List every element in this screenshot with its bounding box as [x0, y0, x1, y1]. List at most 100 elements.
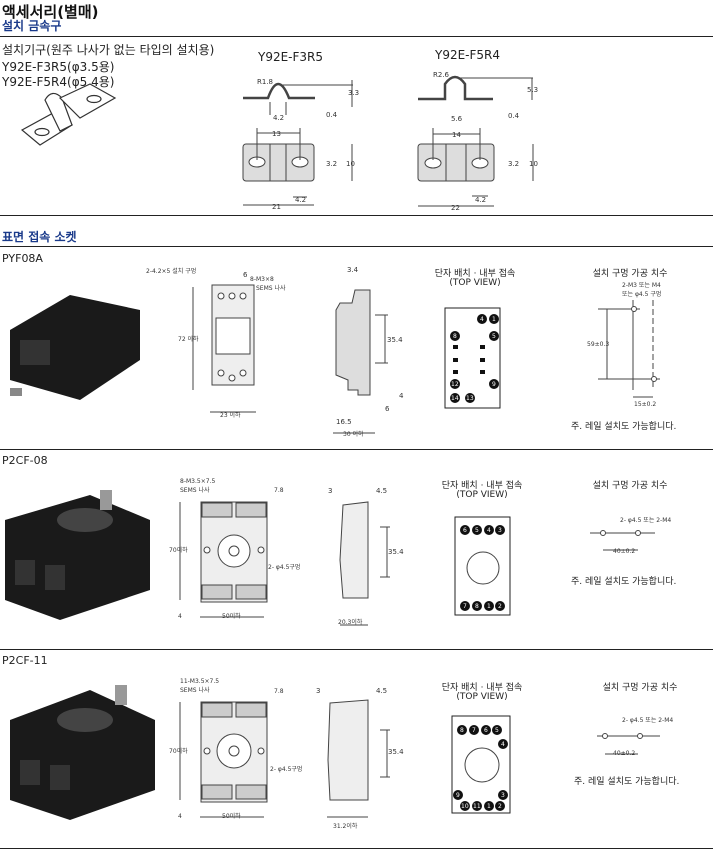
mount-title: 설치 구멍 가공 치수 [592, 481, 668, 491]
divider [0, 449, 713, 450]
pin-label: 3 [501, 792, 505, 799]
divider [0, 246, 713, 247]
dim-label: 15±0.2 [634, 401, 656, 408]
pin-label: 3 [498, 527, 502, 534]
dim-label: 2- φ4.5구멍 [268, 563, 300, 571]
dim-label: 4.2 [475, 196, 486, 204]
pin-label: 8 [460, 727, 464, 734]
dim-label: 2- φ4.5 또는 2-M4 [622, 717, 673, 724]
p2cf08-side-view [339, 501, 390, 626]
bracket-model: Y92E-F3R5(φ3.5용) [2, 60, 115, 74]
dim-label: SEMS 나사 [180, 686, 210, 694]
dim-label: 4.5 [376, 687, 387, 695]
dim-label: 7.8 [274, 487, 284, 494]
product-name: P2CF-11 [2, 654, 48, 667]
pin-label: 1 [487, 803, 491, 810]
socket-circle [464, 747, 500, 783]
rail-note: 주. 레일 설치도 가능합니다. [571, 577, 677, 587]
p2cf11-photo [10, 685, 155, 820]
pin-label: 10 [461, 803, 469, 810]
dim-label: 11-M3.5×7.5 [180, 678, 219, 685]
pin-label: 8 [453, 333, 457, 340]
dim-label: 2-4.2×5 설치 구멍 [146, 267, 196, 275]
p2cf08-pins: 6 5 4 3 7 8 1 2 [460, 525, 505, 611]
dim-label: 4 [178, 613, 182, 620]
product-name: PYF08A [2, 252, 43, 265]
pin-label: 5 [492, 333, 496, 340]
dim-label: 13 [272, 130, 281, 138]
pin-label: 9 [456, 792, 460, 799]
bracket-illustration [20, 83, 117, 146]
dim-label: 22 [451, 204, 460, 212]
dim-label: 10 [346, 160, 355, 168]
dim-label: 3 [328, 487, 332, 495]
pin-label: 4 [501, 741, 505, 748]
dim-label: 3.2 [508, 160, 519, 168]
f3r5-top-view [242, 128, 353, 206]
dim-label: 또는 φ4.5 구멍 [622, 290, 661, 298]
dim-label: 50이하 [222, 812, 241, 820]
dim-label: 2- φ4.5 또는 2-M4 [620, 517, 671, 524]
pin-label: 5 [495, 727, 499, 734]
dim-label: 4 [178, 813, 182, 820]
dim-label: 40±0.2 [613, 548, 635, 555]
dim-label: 72 이하 [178, 335, 199, 343]
pin-label: 5 [475, 527, 479, 534]
pin-label: 8 [475, 603, 479, 610]
dim-label: 6 [243, 271, 248, 279]
pin-label: 1 [487, 603, 491, 610]
terminal-title: 단자 배치 · 내부 접속 [441, 683, 523, 693]
dim-label: 5.3 [527, 86, 538, 94]
mount-title: 설치 구멍 가공 치수 [592, 269, 668, 279]
drawing-title: Y92E-F3R5 [258, 50, 324, 64]
dim-label: SEMS 나사 [256, 284, 286, 292]
f5r4-top-view [417, 128, 534, 207]
dim-label: 30 이하 [343, 430, 364, 438]
divider [0, 848, 713, 849]
terminal-title: 단자 배치 · 내부 접속 [434, 269, 516, 279]
dim-label: 59±0.3 [587, 341, 609, 348]
dim-label: SEMS 나사 [180, 486, 210, 494]
dim-label: 4.2 [273, 114, 284, 122]
dim-label: 4 [399, 392, 404, 400]
section-subtitle: 설치 금속구 [2, 19, 62, 33]
pin-label: 4 [480, 316, 484, 323]
dim-label: 2-M3 또는 M4 [622, 282, 661, 289]
pin-label: 7 [472, 727, 476, 734]
rail-note: 주. 레일 설치도 가능합니다. [574, 777, 680, 787]
dim-label: 40±0.2 [613, 750, 635, 757]
top-view-label: (TOP VIEW) [449, 278, 501, 288]
dim-label: 16.5 [336, 418, 352, 426]
divider [0, 215, 713, 216]
top-view-label: (TOP VIEW) [456, 692, 508, 702]
dim-label: 8-M3×8 [250, 276, 274, 283]
section-heading: 표면 접속 소켓 [2, 230, 77, 244]
dim-label: 3.4 [347, 266, 359, 274]
f3r5-side-view [243, 80, 353, 115]
pin-label: 9 [492, 381, 496, 388]
pin-label: 6 [463, 527, 467, 534]
dim-label: 7.8 [274, 688, 284, 695]
dim-label: 70이하 [169, 546, 188, 554]
dim-label: 35.4 [387, 336, 403, 344]
pin-label: 7 [463, 603, 467, 610]
pin-label: 1 [492, 316, 496, 323]
dim-label: 0.4 [508, 112, 520, 120]
pyf08a-front-view [192, 284, 256, 413]
dim-label: 10 [529, 160, 538, 168]
dim-label: 3 [316, 687, 320, 695]
bracket-description: 설치기구(원주 나사가 없는 타입의 설치용) [2, 43, 215, 57]
top-view-label: (TOP VIEW) [456, 490, 508, 500]
socket-circle [466, 551, 500, 585]
p2cf08-photo [5, 490, 150, 620]
page-title: 액세서리(별매) [2, 3, 99, 21]
pyf08a-photo [10, 295, 140, 400]
pin-label: 13 [466, 395, 474, 402]
p2cf11-side-view [327, 699, 390, 818]
mount-title: 설치 구멍 가공 치수 [602, 683, 678, 693]
p2cf08-mount-drawing [590, 530, 655, 551]
dim-label: 6 [385, 405, 390, 413]
pyf08a-mount-drawing [598, 300, 660, 398]
